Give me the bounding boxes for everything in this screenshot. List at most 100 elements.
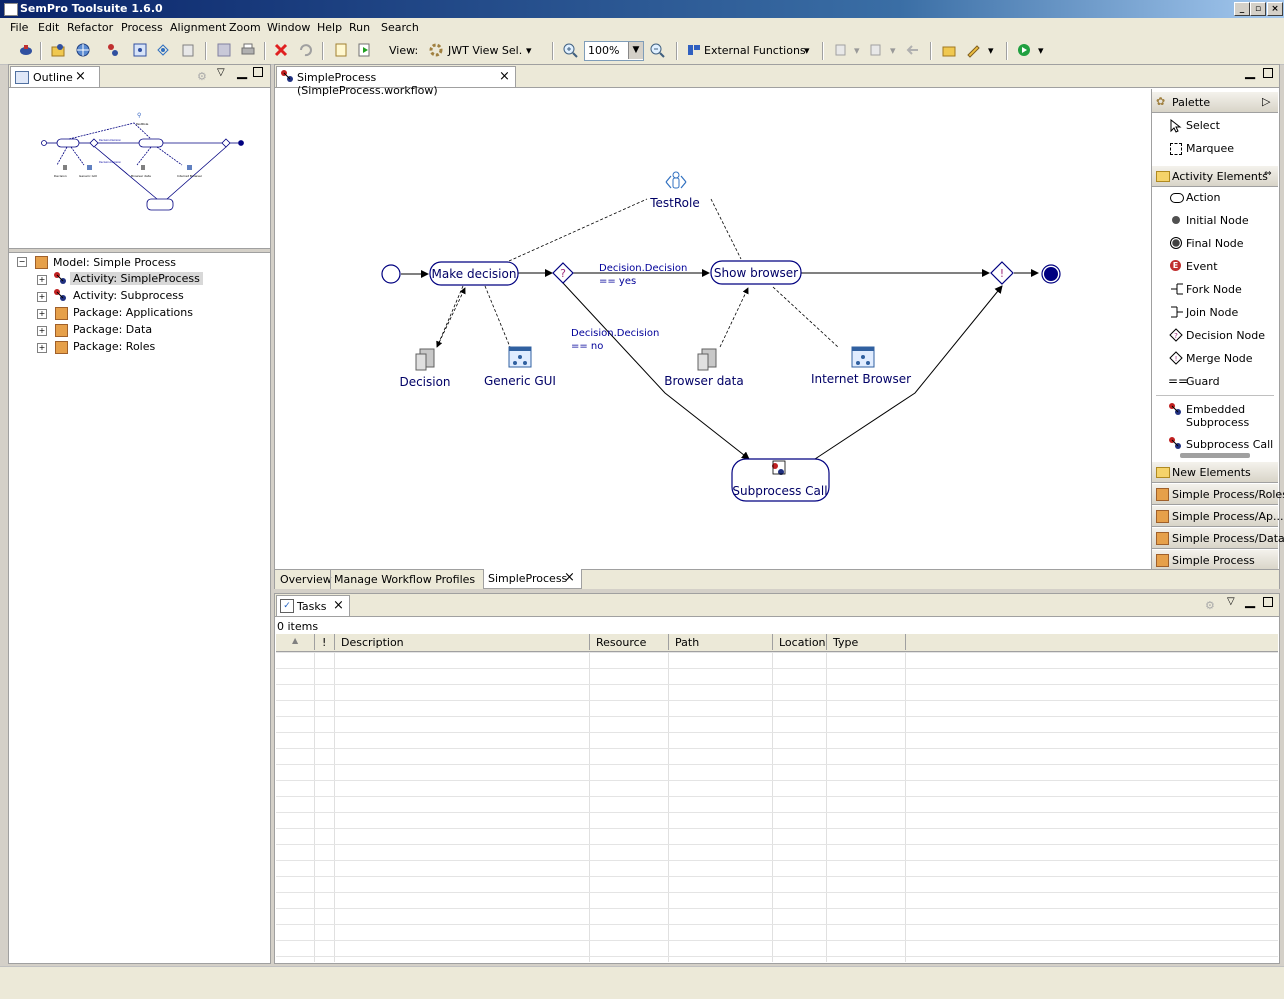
- palette-decision-node[interactable]: ? Decision Node: [1152, 325, 1278, 347]
- palette-embedded-subprocess[interactable]: Embedded Subprocess: [1152, 399, 1278, 433]
- chevron-down-icon[interactable]: ▾: [890, 44, 896, 57]
- tasks-table-body[interactable]: [276, 652, 1278, 962]
- new-process-icon[interactable]: [105, 42, 121, 58]
- maximize-button[interactable]: ▫: [1250, 2, 1266, 16]
- menu-process[interactable]: Process: [121, 21, 163, 34]
- menu-search[interactable]: Search: [381, 21, 419, 34]
- chevron-down-icon[interactable]: ▾: [526, 44, 532, 57]
- zoom-out-icon[interactable]: [649, 42, 665, 58]
- palette-join-node[interactable]: Join Node: [1152, 302, 1278, 324]
- drawer-new-elements[interactable]: New Elements: [1152, 461, 1278, 483]
- tab-simpleprocess-workflow[interactable]: SimpleProcess (SimpleProcess.workflow) ×: [276, 66, 516, 97]
- close-icon[interactable]: ×: [564, 570, 575, 585]
- save-icon[interactable]: [216, 42, 232, 58]
- view-select[interactable]: JWT View Sel.: [448, 44, 523, 57]
- close-icon[interactable]: ×: [75, 69, 86, 84]
- delete-icon[interactable]: [273, 42, 289, 58]
- maximize-view-icon[interactable]: [1263, 597, 1273, 607]
- palette-merge-node[interactable]: ! Merge Node: [1152, 348, 1278, 370]
- column-type[interactable]: Type: [827, 634, 906, 650]
- launch-icon[interactable]: [1016, 42, 1032, 58]
- tab-tasks[interactable]: ✓ Tasks ×: [276, 595, 350, 616]
- close-icon[interactable]: ×: [333, 598, 344, 613]
- expand-icon[interactable]: +: [37, 275, 47, 285]
- run-icon[interactable]: [356, 42, 372, 58]
- open-icon[interactable]: [50, 42, 66, 58]
- chevron-down-icon[interactable]: ▽: [217, 67, 225, 78]
- palette-event[interactable]: E Event: [1152, 256, 1278, 278]
- back-icon[interactable]: [905, 42, 921, 58]
- drawer-simple-process-roles[interactable]: Simple Process/Roles: [1152, 483, 1284, 505]
- outline-splitter[interactable]: [9, 248, 270, 253]
- minimize-button[interactable]: _: [1234, 2, 1250, 16]
- role-icon[interactable]: [155, 42, 171, 58]
- zoom-combo[interactable]: 100% ▼: [584, 41, 644, 61]
- globe-icon[interactable]: [75, 42, 91, 58]
- palette-fork-node[interactable]: Fork Node: [1152, 279, 1278, 301]
- print-icon[interactable]: [240, 42, 256, 58]
- palette-action[interactable]: Action: [1152, 187, 1278, 209]
- tab-manage-workflow-profiles[interactable]: Manage Workflow Profiles: [334, 573, 476, 586]
- undo-icon[interactable]: [297, 42, 313, 58]
- close-icon[interactable]: ×: [499, 69, 510, 84]
- palette-tool-marquee[interactable]: Marquee: [1152, 138, 1278, 160]
- drawer-activity-elements[interactable]: Activity Elements ⇔: [1152, 165, 1278, 187]
- menu-window[interactable]: Window: [267, 21, 311, 34]
- chevron-down-icon[interactable]: ▾: [1038, 44, 1044, 57]
- palette-initial-node[interactable]: Initial Node: [1152, 210, 1278, 232]
- menu-zoom[interactable]: Zoom: [229, 21, 261, 34]
- collapse-icon[interactable]: −: [17, 257, 27, 267]
- menu-run[interactable]: Run: [349, 21, 371, 34]
- menu-alignment[interactable]: Alignment: [170, 21, 227, 34]
- column-completed[interactable]: ▲: [276, 634, 315, 650]
- chevron-down-icon[interactable]: ▾: [854, 44, 860, 57]
- menu-file[interactable]: File: [10, 21, 29, 34]
- minimize-view-icon[interactable]: ▁: [1245, 594, 1255, 609]
- drawer-simple-process-data[interactable]: Simple Process/Data: [1152, 527, 1284, 549]
- expand-icon[interactable]: +: [37, 326, 47, 336]
- chevron-down-icon[interactable]: ▾: [804, 44, 810, 57]
- column-location[interactable]: Location: [773, 634, 827, 650]
- gear-icon[interactable]: [428, 42, 444, 58]
- diagram-canvas[interactable]: Make decision ? Show browser ! Subproces…: [275, 89, 1151, 569]
- expand-icon[interactable]: +: [37, 292, 47, 302]
- chevron-down-icon[interactable]: ▾: [988, 44, 994, 57]
- column-priority[interactable]: !: [315, 634, 335, 650]
- menu-refactor[interactable]: Refactor: [67, 21, 114, 34]
- palette-scroll-handle[interactable]: [1180, 453, 1250, 458]
- palette-header[interactable]: ✿ Palette ▷: [1152, 91, 1278, 113]
- folder-icon[interactable]: [941, 42, 957, 58]
- palette-subprocess-call[interactable]: Subprocess Call: [1152, 434, 1278, 456]
- application-icon[interactable]: [132, 42, 148, 58]
- minimize-view-icon[interactable]: ▁: [237, 65, 247, 80]
- menu-edit[interactable]: Edit: [38, 21, 60, 34]
- expand-icon[interactable]: +: [37, 343, 47, 353]
- zoom-dropdown-icon[interactable]: ▼: [628, 42, 643, 59]
- view-menu-icon[interactable]: ⚙: [1205, 599, 1215, 612]
- menu-help[interactable]: Help: [317, 21, 343, 34]
- properties-icon[interactable]: [333, 42, 349, 58]
- palette-final-node[interactable]: Final Node: [1152, 233, 1278, 255]
- maximize-view-icon[interactable]: [1263, 68, 1273, 78]
- maximize-view-icon[interactable]: [253, 67, 263, 77]
- chevron-down-icon[interactable]: ▽: [1227, 596, 1235, 607]
- minimize-view-icon[interactable]: ▁: [1245, 65, 1255, 80]
- tab-overview[interactable]: Overview: [280, 573, 332, 586]
- chevron-right-icon[interactable]: ▷: [1262, 95, 1271, 108]
- tab-simpleprocess-page[interactable]: SimpleProcess ×: [483, 569, 582, 589]
- pencil-icon[interactable]: [965, 42, 981, 58]
- palette-tool-select[interactable]: Select: [1152, 115, 1278, 137]
- outline-thumbnail[interactable]: TestRole Decision Generic GUI Browser da…: [39, 105, 249, 217]
- import-icon[interactable]: [833, 42, 849, 58]
- drawer-simple-process-applications[interactable]: Simple Process/Ap...: [1152, 505, 1284, 527]
- data-icon[interactable]: [180, 42, 196, 58]
- export-icon[interactable]: [868, 42, 884, 58]
- pin-icon[interactable]: ⇔: [1264, 169, 1272, 179]
- new-icon[interactable]: [18, 42, 34, 58]
- palette-guard[interactable]: == Guard: [1168, 374, 1220, 388]
- tab-outline[interactable]: Outline ×: [10, 66, 100, 87]
- close-button[interactable]: ×: [1267, 2, 1283, 16]
- expand-icon[interactable]: +: [37, 309, 47, 319]
- column-resource[interactable]: Resource: [590, 634, 669, 650]
- column-path[interactable]: Path: [669, 634, 773, 650]
